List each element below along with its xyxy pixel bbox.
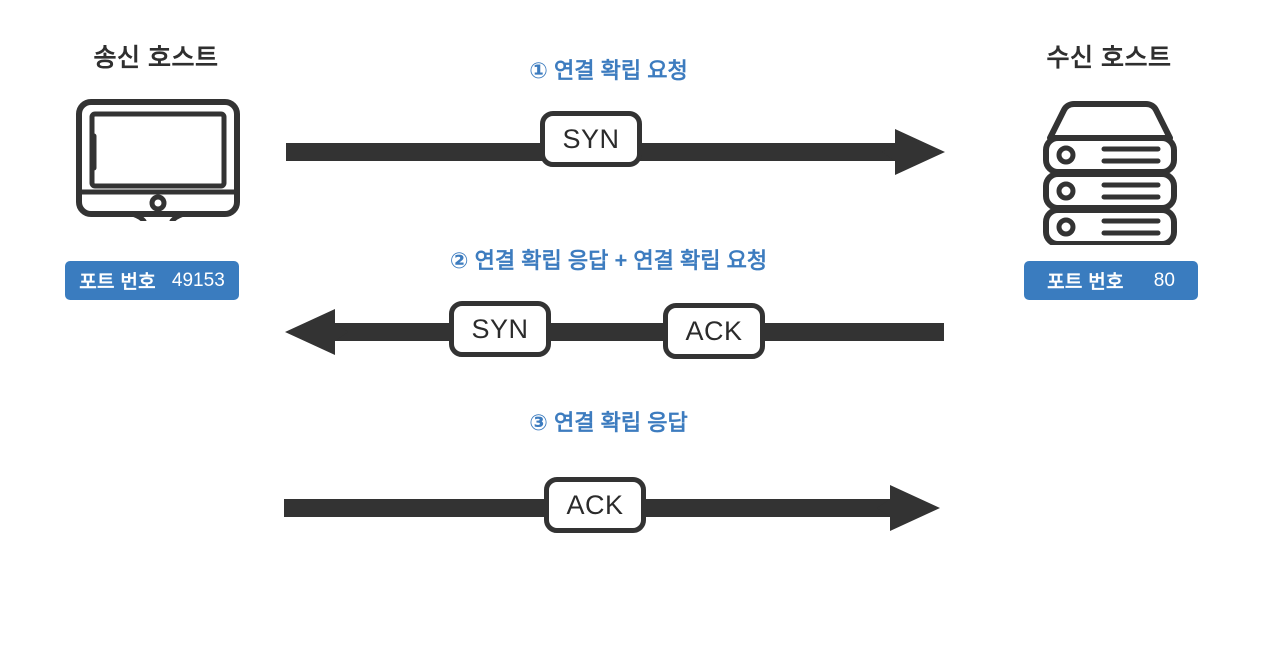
sender-port-value: 49153	[171, 269, 225, 291]
flag-box-syn: SYN	[449, 301, 551, 357]
receiver-port-label: 포트 번호	[1047, 272, 1124, 293]
step-1-label: ① 연결 확립 요청	[529, 58, 688, 83]
step-3-label: ③ 연결 확립 응답	[529, 410, 688, 435]
step-2-label: ② 연결 확립 응답 + 연결 확립 요청	[449, 248, 768, 273]
flag-box-ack: ACK	[663, 303, 765, 359]
desktop-computer-icon	[68, 96, 248, 224]
sender-port-label: 포트 번호	[79, 272, 156, 293]
sender-host-title: 송신 호스트	[93, 44, 219, 72]
receiver-host-title: 수신 호스트	[1046, 44, 1172, 72]
flag-box-ack: ACK	[544, 477, 646, 533]
flag-box-syn: SYN	[540, 111, 642, 167]
receiver-port-badge: 포트 번호 80	[1024, 261, 1198, 300]
server-stack-icon	[1040, 100, 1180, 247]
step-2-arrow	[270, 292, 960, 372]
receiver-port-value: 80	[1153, 269, 1175, 291]
sender-port-badge: 포트 번호 49153	[65, 261, 239, 300]
